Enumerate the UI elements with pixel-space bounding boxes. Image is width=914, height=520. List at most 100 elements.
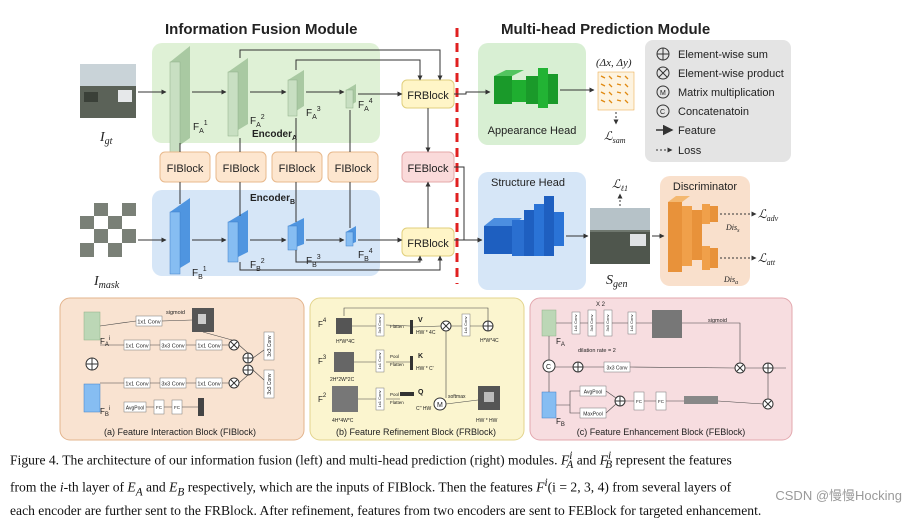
svg-text:FIBlock: FIBlock (167, 163, 204, 175)
svg-text:Element-wise sum: Element-wise sum (678, 49, 768, 61)
l-l1-label: ℒℓ1 (612, 177, 628, 193)
svg-text:1x1 Conv: 1x1 Conv (573, 315, 578, 332)
svg-text:FRBlock: FRBlock (407, 90, 449, 102)
encoder-a-label: EncoderA (252, 129, 297, 142)
svg-text:1x1 Conv: 1x1 Conv (197, 344, 220, 350)
svg-text:Element-wise product: Element-wise product (678, 68, 784, 80)
svg-text:FB: FB (556, 417, 565, 428)
svg-text:3x3 Conv: 3x3 Conv (267, 373, 273, 395)
architecture-diagram: Information Fusion Module Multi-head Pre… (59, 21, 793, 441)
info-fusion-title: Information Fusion Module (165, 21, 357, 38)
encoder-b-layer-1 (169, 198, 190, 275)
svg-text:softmax: softmax (448, 394, 466, 400)
panel-c-contents: FA FB C X 2 1x1 Conv 3x3 Conv 3x3 Conv 1… (541, 302, 786, 437)
fa1-label: FA1 (193, 120, 208, 135)
svg-text:F4: F4 (318, 318, 327, 329)
encoder-b-region (152, 190, 380, 276)
svg-text:C: C (660, 109, 665, 116)
multihead-title: Multi-head Prediction Module (501, 21, 710, 38)
appearance-head-net (494, 68, 558, 108)
caption-line-1: Figure 4. The architecture of our inform… (10, 450, 732, 472)
encoder-a-region (152, 43, 380, 143)
svg-text:Flatten: Flatten (390, 324, 404, 329)
svg-text:FC: FC (658, 399, 665, 404)
svg-text:sigmoid: sigmoid (708, 318, 727, 324)
discriminator-net (668, 196, 718, 272)
appearance-head-label: Appearance Head (488, 125, 577, 137)
svg-text:AvgPool: AvgPool (126, 406, 145, 412)
svg-text:3x3 Conv: 3x3 Conv (161, 382, 184, 388)
svg-text:Pool: Pool (390, 354, 399, 359)
svg-text:M: M (437, 402, 443, 409)
legend-region (645, 40, 791, 162)
svg-text:3x3 Conv: 3x3 Conv (377, 317, 382, 334)
frblock-a: FRBlock (401, 79, 455, 109)
svg-text:2H*2W*2C: 2H*2W*2C (330, 377, 355, 383)
input-image-mask (80, 203, 136, 257)
svg-text:1x1 Conv: 1x1 Conv (629, 315, 634, 332)
panel-fiblock (59, 297, 305, 441)
encoder-a-layer-3 (287, 70, 304, 117)
encoder-a-layer-2 (227, 58, 248, 137)
fb4-label: FB4 (358, 248, 373, 263)
svg-text:Flatten: Flatten (390, 362, 404, 367)
svg-text:C: C (546, 364, 551, 371)
fa2-label: FA2 (250, 114, 265, 129)
panel-a-contents: FAi FBi 1x1 Conv sigmoid 1x1 Conv 3x3 Co… (83, 308, 275, 437)
svg-text:FC: FC (156, 405, 163, 410)
encoder-b-label: EncoderB (250, 193, 295, 206)
svg-text:1x1 Conv: 1x1 Conv (197, 382, 220, 388)
figure-caption: Figure 4. The architecture of our inform… (10, 447, 906, 520)
svg-text:3x3 Conv: 3x3 Conv (606, 366, 628, 372)
svg-text:1x1 Conv: 1x1 Conv (125, 344, 148, 350)
fiblock-2: FIBlock (215, 151, 267, 183)
delta-label: (Δx, Δy) (596, 57, 632, 69)
svg-text:sigmoid: sigmoid (166, 310, 185, 316)
svg-text:FIBlock: FIBlock (279, 163, 316, 175)
encoder-a-layer-4 (345, 84, 356, 109)
svg-text:F2: F2 (318, 393, 327, 404)
svg-text:X 2: X 2 (596, 302, 606, 308)
svg-text:1x1 Conv: 1x1 Conv (125, 382, 148, 388)
panel-c-caption: (c) Feature Enhancement Block (FEBlock) (577, 427, 746, 437)
svg-text:4H*4W*C: 4H*4W*C (332, 418, 354, 424)
svg-text:Q: Q (418, 389, 424, 396)
fa3-label: FA3 (306, 106, 321, 121)
svg-text:FBi: FBi (100, 406, 110, 418)
structure-head-net (484, 196, 564, 256)
encoder-b-layer-4 (345, 226, 356, 247)
svg-text:1x1 Conv: 1x1 Conv (463, 317, 468, 334)
svg-text:3x3 Conv: 3x3 Conv (161, 344, 184, 350)
input-image-gt (80, 64, 136, 118)
svg-text:FRBlock: FRBlock (407, 238, 449, 250)
s-gen-image (590, 208, 650, 264)
svg-text:FC: FC (636, 399, 643, 404)
svg-text:AvgPool: AvgPool (584, 390, 603, 396)
caption-line-3: each encoder are further sent to the FRB… (10, 502, 762, 518)
dis-s-label: Diss (725, 223, 740, 234)
i-mask-label: Imask (93, 274, 120, 291)
svg-text:Pool: Pool (390, 392, 399, 397)
svg-text:3x3 Conv: 3x3 Conv (605, 315, 610, 332)
svg-text:C'' HW: C'' HW (416, 406, 432, 412)
panel-frblock (309, 297, 525, 441)
svg-text:3x3 Conv: 3x3 Conv (589, 315, 594, 332)
svg-text:M: M (660, 90, 666, 97)
svg-text:HW * 4C: HW * 4C (416, 330, 436, 336)
svg-text:H*W*4C: H*W*4C (480, 338, 499, 344)
fa4-label: FA4 (358, 98, 373, 113)
svg-text:1x1 Conv: 1x1 Conv (377, 391, 382, 408)
structure-head-label: Structure Head (491, 177, 565, 189)
svg-text:Flatten: Flatten (390, 400, 404, 405)
svg-text:Matrix multiplication: Matrix multiplication (678, 87, 775, 99)
encoder-b-layer-2 (227, 210, 248, 263)
svg-text:V: V (418, 317, 423, 324)
l-sam-label: ℒsam (604, 129, 626, 145)
l-att-label: ℒatt (758, 251, 776, 267)
svg-text:HW * C': HW * C' (416, 366, 434, 372)
svg-text:K: K (418, 353, 423, 360)
caption-line-2: from the i-th layer of EA and EB respect… (10, 477, 732, 499)
panel-b-caption: (b) Feature Refinement Block (FRBlock) (336, 427, 496, 437)
svg-text:HW * HW: HW * HW (476, 418, 498, 424)
fiblock-4: FIBlock (327, 151, 379, 183)
